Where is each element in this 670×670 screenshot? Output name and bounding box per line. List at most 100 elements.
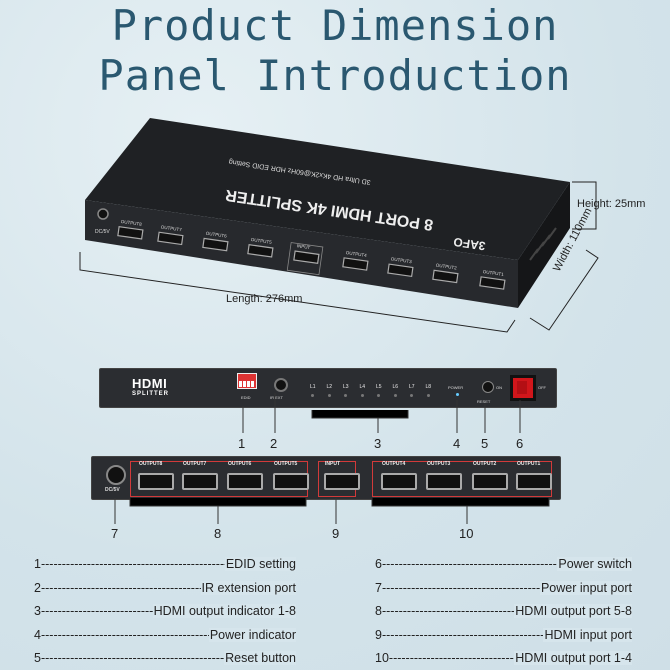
rear-input-port[interactable]: [324, 473, 360, 490]
3d-output3-port: [387, 263, 414, 278]
device-brand-text: 3AFO: [453, 235, 487, 253]
output-indicator-led-2: [327, 394, 331, 397]
callout-6: 6: [516, 436, 524, 451]
legend-text: HDMI output indicator 1-8: [152, 604, 296, 618]
rear-output2-label: OUTPUT2: [473, 461, 497, 467]
3d-output8-port: [117, 226, 144, 240]
page-title-line2: Panel Introduction: [98, 51, 572, 100]
3d-output3-label: OUTPUT3: [391, 256, 413, 264]
rear-output6-label: OUTPUT6: [228, 461, 252, 467]
rear-output4-port[interactable]: [381, 473, 417, 490]
rear-output8-port[interactable]: [138, 473, 174, 490]
ir-label: IR EXT: [270, 395, 283, 400]
power-label: POWER: [448, 385, 464, 390]
page-title-line1: Product Dimension: [111, 1, 559, 50]
rear-output3-label: OUTPUT3: [427, 461, 451, 467]
3d-output6-port: [202, 237, 229, 252]
callout-1: 1: [238, 436, 246, 451]
led-label-3: L3: [343, 384, 349, 390]
rear-output7-label: OUTPUT7: [183, 461, 207, 467]
height-label: Height: 25mm: [577, 198, 646, 210]
output-indicator-led-1: [311, 394, 314, 397]
legend-text: Power switch: [557, 557, 632, 571]
legend-text: Power input port: [539, 580, 632, 595]
3d-output7-label: OUTPUT7: [161, 224, 183, 232]
3d-output1-label: OUTPUT1: [483, 269, 505, 277]
output-indicator-led-7: [410, 394, 413, 397]
rear-output5-port[interactable]: [273, 473, 309, 490]
3d-input-label: INPUT: [297, 243, 311, 250]
callout-10: 10: [459, 526, 474, 541]
reset-label: RESET: [477, 399, 491, 404]
rear-output7-port[interactable]: [182, 473, 218, 490]
legend-text: HDMI input port: [543, 627, 632, 642]
callout-5: 5: [481, 436, 489, 451]
output-indicator-led-3: [344, 394, 347, 397]
legend-text: Power indicator: [208, 627, 296, 642]
led-label-1: L1: [310, 384, 316, 390]
off-label: OFF: [538, 385, 546, 390]
3d-output4-label: OUTPUT4: [346, 250, 368, 258]
device-dc-label: DC/5V: [95, 229, 110, 235]
legend-text: EDID setting: [224, 557, 296, 571]
device-top-face: [85, 118, 570, 260]
splitter-logo-text: SPLITTER: [132, 391, 170, 397]
callout-2: 2: [270, 436, 278, 451]
hdmi-logo: HDMI: [132, 376, 168, 391]
output-indicator-led-5: [377, 394, 380, 397]
width-dim-line: [529, 249, 599, 331]
length-dim-line: [79, 252, 516, 333]
rear-panel: DC/5V OUTPUT8 OUTPUT7 OUTPUT6 OUTPUT5 OUTPUT…: [91, 456, 561, 500]
3d-output6-label: OUTPUT6: [206, 231, 228, 239]
on-label: ON: [496, 385, 502, 390]
callout-4: 4: [453, 436, 461, 451]
3d-output5-label: OUTPUT5: [251, 237, 273, 245]
length-label: Length: 276mm: [226, 293, 303, 305]
3d-input-bracket: [286, 242, 324, 276]
led-label-8: L8: [425, 384, 432, 390]
power-indicator: [456, 393, 459, 396]
height-dim-line: [572, 181, 597, 230]
rear-input-label: INPUT: [325, 461, 340, 467]
rear-output5-label: OUTPUT5: [274, 461, 298, 467]
power-input-port[interactable]: [106, 465, 126, 485]
3d-output1-port: [479, 276, 506, 290]
3d-input-port: [293, 250, 320, 265]
legend-text: HDMI output port 1-4: [514, 651, 632, 665]
device-side-face: [518, 182, 570, 308]
output-indicator-led-6: [393, 394, 397, 397]
rear-output8-label: OUTPUT8: [139, 461, 163, 467]
rear-output3-port[interactable]: [426, 473, 462, 490]
reset-button[interactable]: [482, 381, 494, 393]
callout-7: 7: [111, 526, 119, 541]
3d-output5-port: [247, 244, 274, 258]
led-label-4: L4: [359, 384, 366, 390]
led-label-7: L7: [409, 384, 415, 390]
rear-output1-label: OUTPUT1: [517, 461, 541, 467]
dc-label: DC/5V: [105, 487, 120, 493]
callout-3: 3: [374, 436, 382, 451]
output-indicator-led-4: [360, 394, 364, 397]
rear-output2-port[interactable]: [472, 473, 508, 490]
led-label-5: L5: [376, 384, 382, 390]
callout-9: 9: [332, 526, 340, 541]
ir-extension-port[interactable]: [274, 378, 288, 392]
output-indicator-led-8: [426, 394, 430, 397]
rear-output4-label: OUTPUT4: [382, 461, 406, 467]
rear-output6-port[interactable]: [227, 473, 263, 490]
legend-text: Reset button: [224, 651, 296, 665]
power-switch[interactable]: [510, 375, 536, 401]
3d-output2-label: OUTPUT2: [436, 263, 458, 271]
3d-output4-port: [342, 257, 369, 271]
rear-output1-port[interactable]: [516, 473, 552, 490]
3d-output2-port: [432, 269, 459, 284]
led-label-2: L2: [326, 384, 333, 390]
edid-dip-switch[interactable]: [237, 373, 257, 389]
edid-label: EDID: [241, 395, 251, 400]
legend-text: IR extension port: [200, 580, 296, 595]
3d-output8-label: OUTPUT8: [121, 219, 143, 227]
callout-8: 8: [214, 526, 222, 541]
